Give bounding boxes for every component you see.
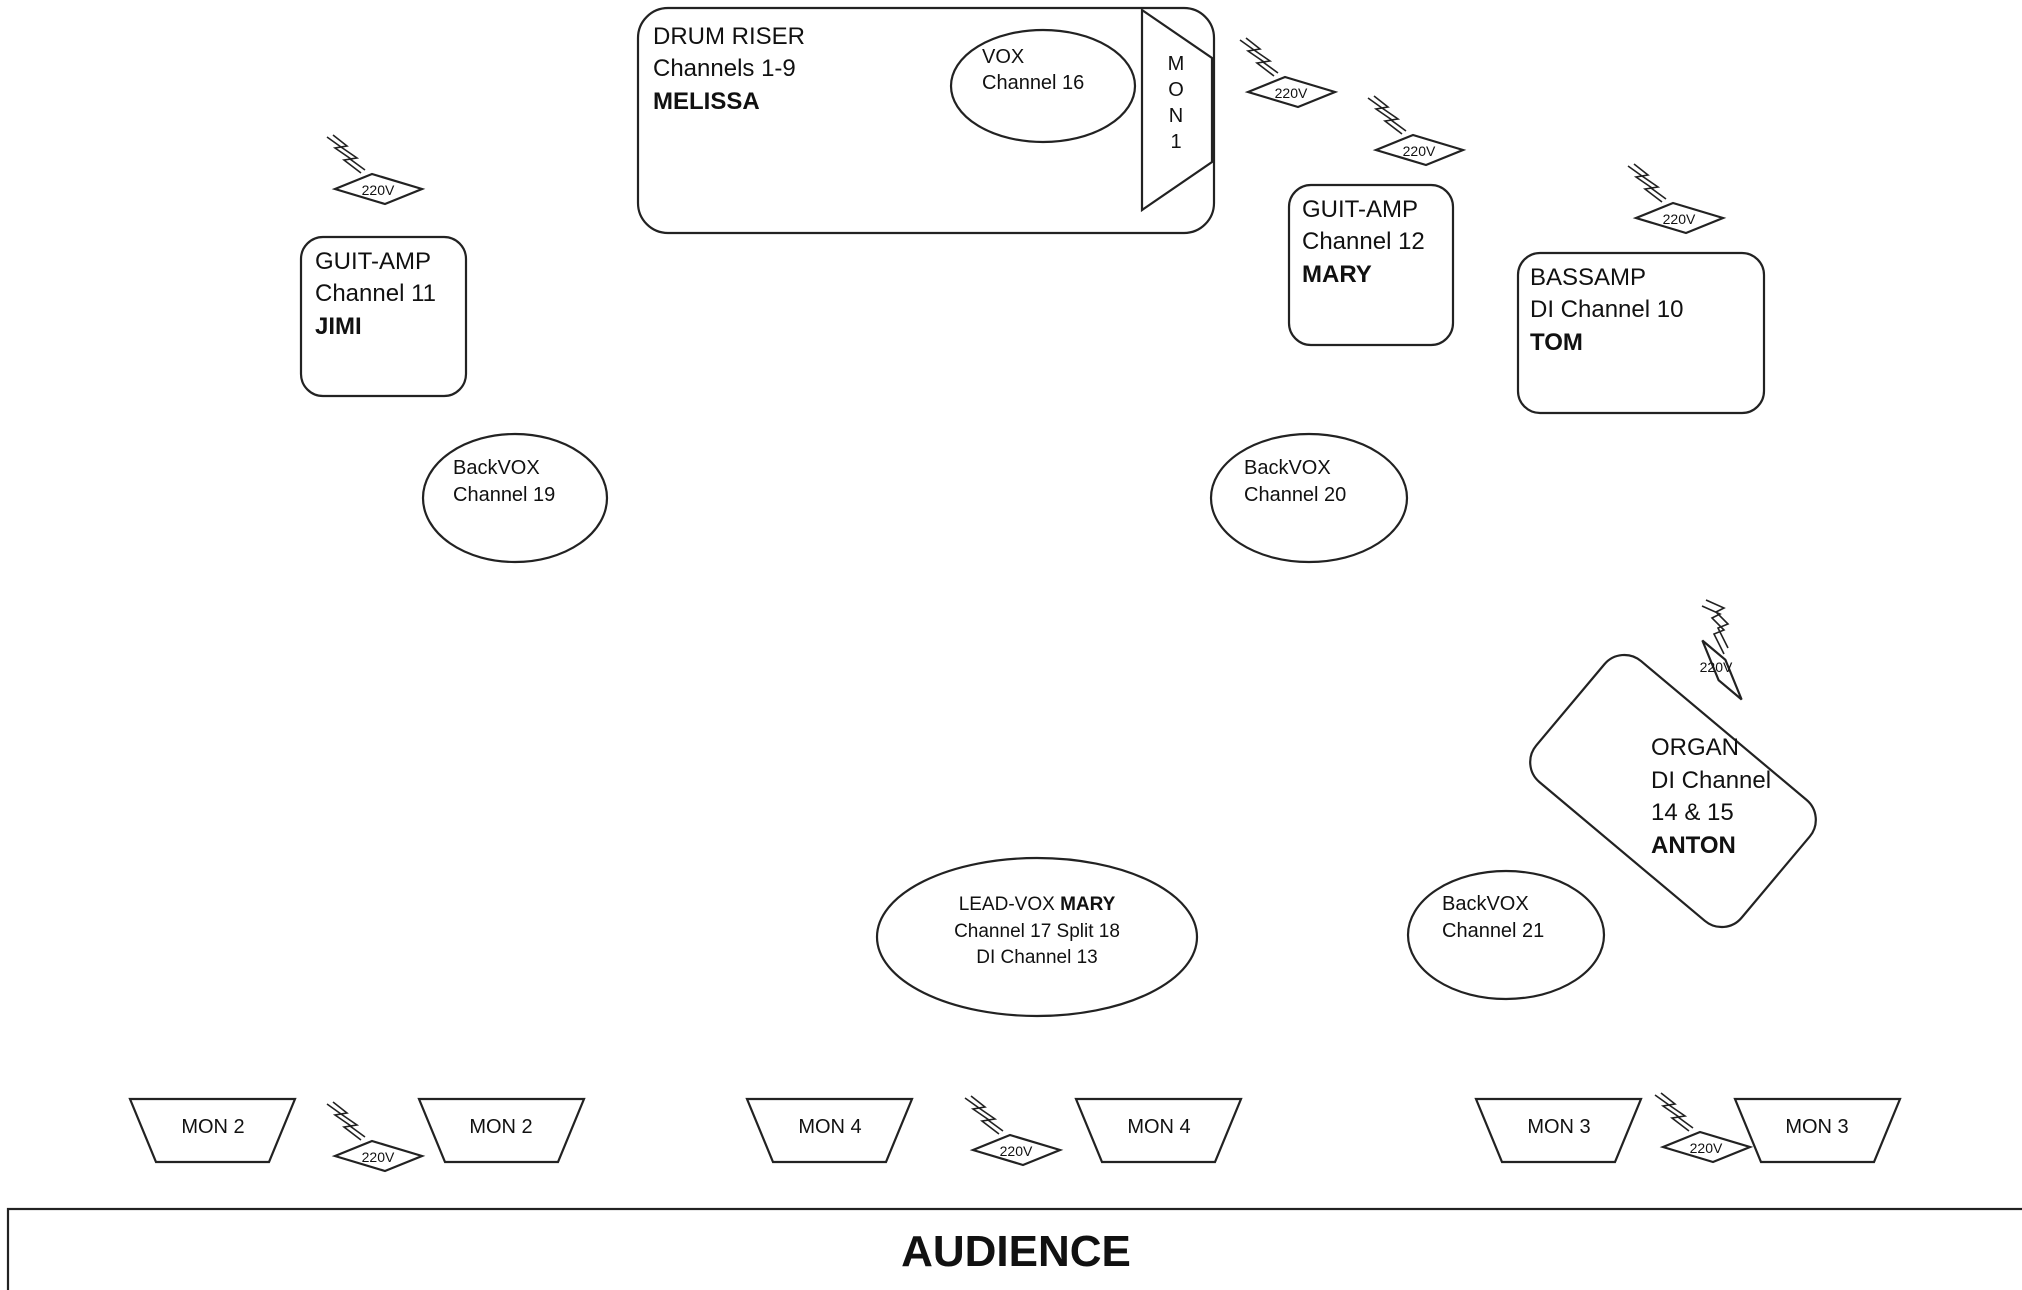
- power-outlet-icon: 220V: [1239, 37, 1339, 109]
- guit-amp-right-channel: Channel 12: [1302, 228, 1425, 255]
- guit-amp-left-title: GUIT-AMP: [315, 248, 431, 275]
- bass-amp-player: TOM: [1530, 329, 1583, 356]
- mon1-letter: N: [1169, 105, 1183, 127]
- backvox-label: BackVOX: [1442, 893, 1529, 915]
- lead-vox-line3: DI Channel 13: [976, 947, 1097, 968]
- power-outlet-icon: 220V: [964, 1095, 1064, 1167]
- power-outlet-icon: 220V: [326, 1101, 426, 1173]
- backvox-channel: Channel 21: [1442, 920, 1544, 942]
- guit-amp-right-title: GUIT-AMP: [1302, 196, 1418, 223]
- monitor-label: MON 4: [1127, 1116, 1190, 1138]
- power-outlet-icon: 220V: [1367, 95, 1467, 167]
- drum-vox-label: VOX: [982, 46, 1024, 68]
- monitor-label: MON 3: [1527, 1116, 1590, 1138]
- power-label: 220V: [1700, 659, 1733, 675]
- lead-vox-mic: LEAD-VOX MARY Channel 17 Split 18 DI Cha…: [875, 856, 1199, 1018]
- bass-amp-channel: DI Channel 10: [1530, 296, 1683, 323]
- drum-vox-channel: Channel 16: [982, 72, 1084, 94]
- guit-amp-jimi: GUIT-AMP Channel 11 JIMI: [299, 235, 468, 398]
- monitor-label: MON 2: [181, 1116, 244, 1138]
- drum-riser: DRUM RISER Channels 1-9 MELISSA VOX Chan…: [636, 6, 1216, 235]
- power-outlet-icon: 220V: [1700, 599, 1743, 701]
- organ-title: ORGAN: [1651, 734, 1739, 761]
- monitor-wedge: MON 3: [1474, 1097, 1643, 1164]
- drum-vox-mic: [949, 28, 1137, 144]
- audience-label: AUDIENCE: [901, 1227, 1131, 1276]
- monitor-label: MON 4: [798, 1116, 861, 1138]
- monitor-wedge: MON 3: [1733, 1097, 1902, 1164]
- backvox-mic-20: BackVOX Channel 20: [1209, 432, 1409, 564]
- bass-amp-title: BASSAMP: [1530, 264, 1646, 291]
- power-outlet-icon: 220V: [1627, 163, 1727, 235]
- mon1-letter: 1: [1170, 131, 1181, 153]
- guit-amp-right-player: MARY: [1302, 261, 1372, 288]
- monitor-wedge: MON 2: [417, 1097, 586, 1164]
- monitor-wedge: MON 2: [128, 1097, 297, 1164]
- monitor-label: MON 2: [469, 1116, 532, 1138]
- lead-vox-line1: LEAD-VOX MARY: [959, 894, 1116, 915]
- mon1-wedge: [1140, 7, 1214, 213]
- backvox-mic-19: BackVOX Channel 19: [421, 432, 609, 564]
- drum-riser-player: MELISSA: [653, 88, 760, 115]
- power-label: 220V: [1275, 85, 1308, 101]
- power-label: 220V: [1403, 143, 1436, 159]
- backvox-label: BackVOX: [1244, 457, 1331, 479]
- bass-amp: BASSAMP DI Channel 10 TOM: [1516, 251, 1766, 415]
- guit-amp-left-channel: Channel 11: [315, 280, 436, 307]
- guit-amp-left-player: JIMI: [315, 313, 362, 340]
- drum-riser-title: DRUM RISER: [653, 23, 805, 50]
- guit-amp-mary: GUIT-AMP Channel 12 MARY: [1287, 183, 1455, 347]
- mon1-letter: M: [1168, 53, 1185, 75]
- power-outlet-icon: 220V: [1654, 1092, 1754, 1164]
- organ-player: ANTON: [1651, 832, 1736, 859]
- backvox-label: BackVOX: [453, 457, 540, 479]
- power-label: 220V: [362, 1149, 395, 1165]
- organ-line2: DI Channel: [1651, 767, 1771, 794]
- organ-line3: 14 & 15: [1651, 799, 1734, 826]
- monitor-wedge: MON 4: [1074, 1097, 1243, 1164]
- audience-area: AUDIENCE: [6, 1207, 2022, 1290]
- backvox-mic-21: BackVOX Channel 21: [1406, 869, 1606, 1001]
- monitor-label: MON 3: [1785, 1116, 1848, 1138]
- backvox-channel: Channel 19: [453, 484, 555, 506]
- lead-vox-line2: Channel 17 Split 18: [954, 921, 1120, 942]
- drum-riser-channels: Channels 1-9: [653, 55, 796, 82]
- power-label: 220V: [1663, 211, 1696, 227]
- mon1-letter: O: [1168, 79, 1184, 101]
- power-outlet-icon: 220V: [326, 134, 426, 206]
- power-label: 220V: [1000, 1143, 1033, 1159]
- monitor-wedge: MON 4: [745, 1097, 914, 1164]
- backvox-channel: Channel 20: [1244, 484, 1346, 506]
- organ: ORGAN DI Channel 14 & 15 ANTON: [1529, 653, 1817, 929]
- power-label: 220V: [1690, 1140, 1723, 1156]
- power-label: 220V: [362, 182, 395, 198]
